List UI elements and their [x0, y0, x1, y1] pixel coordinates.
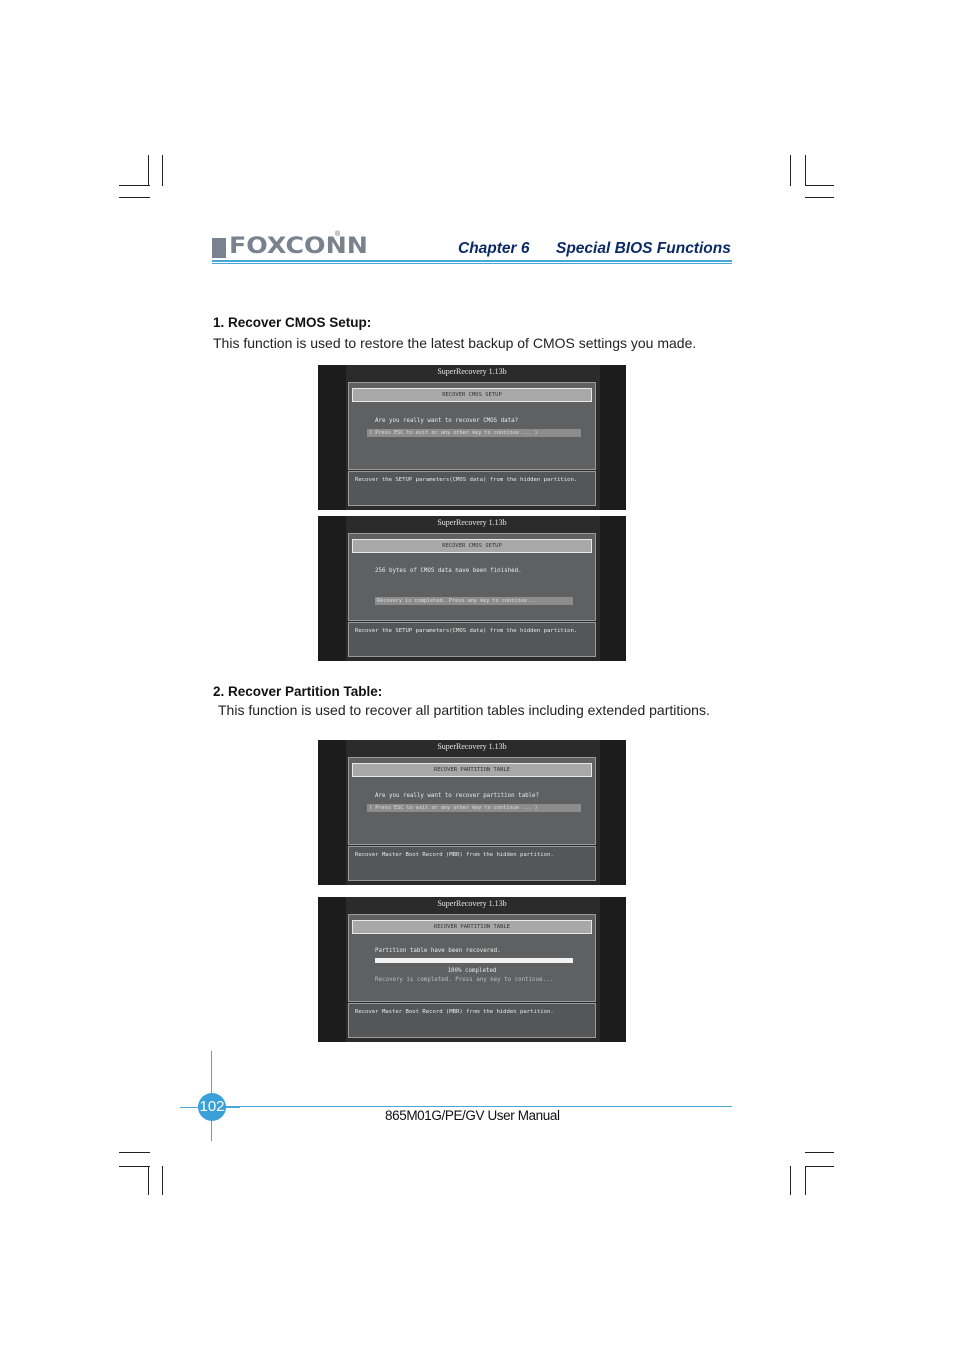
bios-screenshot-cmos-finished: SuperRecovery 1.13b RECOVER CMOS SETUP 2… [318, 516, 626, 661]
section-description-recover-cmos: This function is used to restore the lat… [213, 335, 697, 351]
crop-mark [162, 155, 163, 186]
screen-border [318, 365, 346, 510]
page-number: 102 [198, 1093, 226, 1121]
bios-screenshot-partition-confirm: SuperRecovery 1.13b RECOVER PARTITION TA… [318, 740, 626, 885]
crop-mark [119, 1166, 150, 1167]
registered-mark: ® [335, 231, 341, 238]
crop-mark [148, 155, 149, 186]
dialog-header: RECOVER CMOS SETUP [352, 388, 592, 402]
dialog-prompt: ( Press ESC to exit or any other key to … [367, 804, 581, 812]
logo-text: FOXCONN [229, 234, 368, 259]
screen-border [600, 365, 626, 510]
screen-border [600, 897, 626, 1042]
header-rule [212, 263, 732, 264]
recovery-dialog: RECOVER CMOS SETUP Are you really want t… [348, 382, 596, 470]
dialog-message: Partition table have been recovered. [375, 948, 501, 954]
crop-mark [805, 185, 834, 186]
progress-track [375, 958, 573, 963]
crop-mark [162, 1166, 163, 1195]
dialog-message: 256 bytes of CMOS data have been finishe… [375, 568, 522, 574]
screen-border [318, 897, 346, 1042]
crop-mark [148, 1166, 149, 1195]
crop-mark [790, 155, 791, 186]
screen-title: SuperRecovery 1.13b [437, 367, 507, 376]
chapter-title: Special BIOS Functions [556, 240, 731, 257]
help-text: Recover Master Boot Record (MBR) from th… [355, 1009, 554, 1015]
help-panel: Recover Master Boot Record (MBR) from th… [348, 1003, 596, 1038]
crop-mark [790, 1166, 791, 1195]
bios-screenshot-cmos-confirm: SuperRecovery 1.13b RECOVER CMOS SETUP A… [318, 365, 626, 510]
manual-title: 865M01G/PE/GV User Manual [385, 1108, 560, 1123]
dialog-header: RECOVER CMOS SETUP [352, 539, 592, 553]
screen-border [318, 516, 346, 661]
crop-mark [119, 1152, 150, 1153]
header-rule [212, 260, 732, 262]
crop-mark [805, 1152, 834, 1153]
chapter-number: Chapter 6 [458, 240, 530, 257]
crop-mark [119, 185, 150, 186]
help-text: Recover Master Boot Record (MBR) from th… [355, 852, 554, 858]
crop-mark [805, 197, 834, 198]
screen-title: SuperRecovery 1.13b [437, 742, 507, 751]
footer-rule [212, 1106, 732, 1107]
help-text: Recover the SETUP parameters(CMOS data) … [355, 628, 578, 634]
dialog-prompt: ( Press ESC to exit or any other key to … [367, 429, 581, 437]
screen-border [318, 740, 346, 885]
crop-mark [119, 197, 150, 198]
recovery-dialog: RECOVER CMOS SETUP 256 bytes of CMOS dat… [348, 533, 596, 621]
screen-title: SuperRecovery 1.13b [437, 518, 507, 527]
screen-border [600, 516, 626, 661]
section-heading-recover-partition: 2. Recover Partition Table: [213, 684, 383, 699]
section-heading-recover-cmos: 1. Recover CMOS Setup: [213, 315, 372, 330]
dialog-message: Are you really want to recover CMOS data… [375, 418, 519, 424]
dialog-prompt: Recovery is completed. Press any key to … [375, 977, 553, 983]
dialog-header: RECOVER PARTITION TABLE [352, 920, 592, 934]
recovery-dialog: RECOVER PARTITION TABLE Are you really w… [348, 757, 596, 845]
screen-title: SuperRecovery 1.13b [437, 899, 507, 908]
crop-mark [805, 155, 806, 186]
dialog-prompt: Recovery is completed. Press any key to … [375, 597, 573, 605]
screen-border [600, 740, 626, 885]
dialog-message: Are you really want to recover partition… [375, 793, 540, 799]
help-panel: Recover the SETUP parameters(CMOS data) … [348, 622, 596, 657]
help-panel: Recover the SETUP parameters(CMOS data) … [348, 471, 596, 506]
help-panel: Recover Master Boot Record (MBR) from th… [348, 846, 596, 881]
crop-mark [805, 1166, 806, 1195]
progress-label: 100% completed [447, 968, 497, 974]
dialog-header: RECOVER PARTITION TABLE [352, 763, 592, 777]
logo-mark-icon [212, 238, 226, 258]
bios-screenshot-partition-finished: SuperRecovery 1.13b RECOVER PARTITION TA… [318, 897, 626, 1042]
recovery-dialog: RECOVER PARTITION TABLE Partition table … [348, 914, 596, 1002]
progress-bar [375, 958, 573, 963]
help-text: Recover the SETUP parameters(CMOS data) … [355, 477, 578, 483]
section-description-recover-partition: This function is used to recover all par… [218, 702, 710, 718]
crop-mark [805, 1166, 834, 1167]
